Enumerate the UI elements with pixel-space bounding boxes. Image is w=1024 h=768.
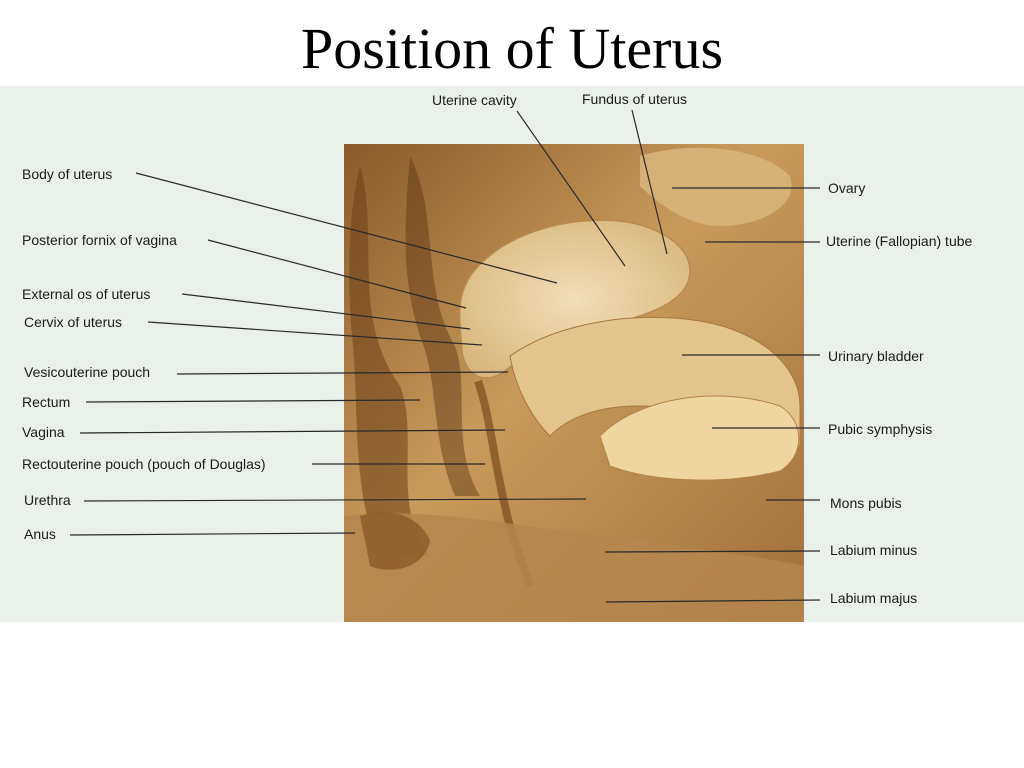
label-labium-majus: Labium majus	[830, 590, 918, 606]
leader-labium-majus	[605, 599, 821, 603]
label-urethra: Urethra	[24, 492, 71, 508]
label-cervix: Cervix of uterus	[24, 314, 123, 330]
label-external-os: External os of uterus	[22, 286, 151, 302]
leader-lines	[69, 109, 821, 603]
perineum-shape	[344, 513, 804, 622]
anatomy-illustration	[69, 109, 821, 622]
label-labium-minus: Labium minus	[830, 542, 918, 558]
label-urinary-bladder: Urinary bladder	[828, 348, 924, 364]
leader-vagina	[79, 429, 506, 434]
leader-body-of-uterus	[135, 172, 558, 284]
rectum-folds	[349, 166, 430, 556]
anus-shape	[360, 512, 430, 570]
leader-uterine-cavity	[516, 110, 626, 267]
label-mons-pubis: Mons pubis	[830, 495, 902, 511]
label-anus: Anus	[24, 526, 56, 542]
label-rectum: Rectum	[22, 394, 71, 410]
label-pubic-symphysis: Pubic symphysis	[828, 421, 933, 437]
label-uterine-tube: Uterine (Fallopian) tube	[826, 233, 973, 249]
label-fundus-of-uterus: Fundus of uterus	[582, 91, 688, 107]
leader-anus	[69, 532, 356, 536]
ovary-shape	[640, 147, 792, 226]
leader-urethra	[83, 498, 587, 502]
label-ovary: Ovary	[828, 180, 866, 196]
leader-cervix	[147, 321, 483, 346]
leader-rectum	[85, 399, 421, 403]
leader-posterior-fornix	[207, 239, 467, 309]
leader-labium-minus	[604, 550, 821, 553]
slide-title: Position of Uterus	[300, 16, 724, 81]
label-vesicouterine-pouch: Vesicouterine pouch	[24, 364, 151, 380]
anatomy-figure: Body of uterus Posterior fornix of vagin…	[0, 86, 1024, 622]
label-posterior-fornix: Posterior fornix of vagina	[22, 232, 177, 248]
leader-fundus	[631, 109, 668, 255]
leader-external-os	[181, 293, 471, 330]
label-vagina: Vagina	[22, 424, 65, 440]
pubic-symphysis-shape	[599, 395, 800, 481]
leader-vesicouterine	[176, 371, 509, 375]
label-rectouterine-pouch: Rectouterine pouch (pouch of Douglas)	[22, 456, 266, 472]
label-body-of-uterus: Body of uterus	[22, 166, 113, 182]
label-uterine-cavity: Uterine cavity	[432, 92, 517, 108]
